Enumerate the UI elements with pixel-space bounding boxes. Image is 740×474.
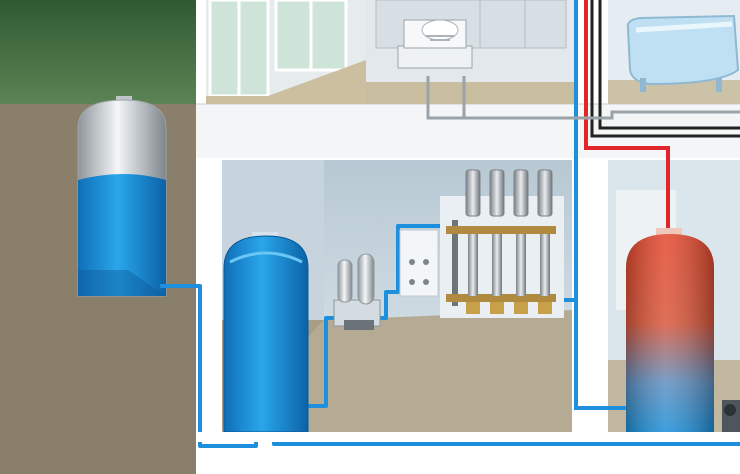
bathtub (626, 14, 740, 92)
manifold-outlet (513, 169, 529, 314)
storage-tank-outside (77, 96, 167, 297)
circulation-pump (722, 400, 740, 432)
hot-water-boiler (626, 228, 714, 432)
storage-tank-basement (223, 232, 309, 433)
living-room (206, 0, 366, 104)
pipe-bundle-vertical (574, 0, 740, 410)
manifold-outlet (489, 169, 505, 314)
manifold-outlet (537, 169, 553, 314)
drain-pipes (426, 76, 740, 120)
distribution-manifold (440, 169, 564, 318)
basement-floor-slab (196, 432, 740, 442)
dishwasher (397, 19, 473, 69)
filter-panel (399, 229, 439, 297)
manifold-outlet (465, 169, 481, 314)
pressure-pump-unit (333, 253, 381, 330)
grass-lawn (0, 0, 200, 104)
